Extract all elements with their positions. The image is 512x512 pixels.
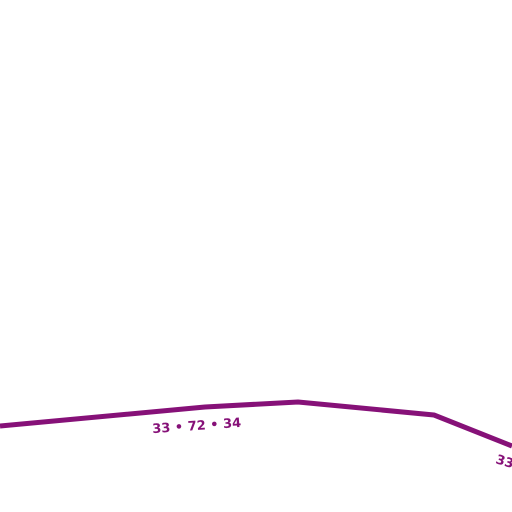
route-label-main: 33 • 72 • 34 [152,416,242,437]
route-label-edge: 33 [494,452,512,472]
bus-route-line[interactable] [0,399,512,449]
